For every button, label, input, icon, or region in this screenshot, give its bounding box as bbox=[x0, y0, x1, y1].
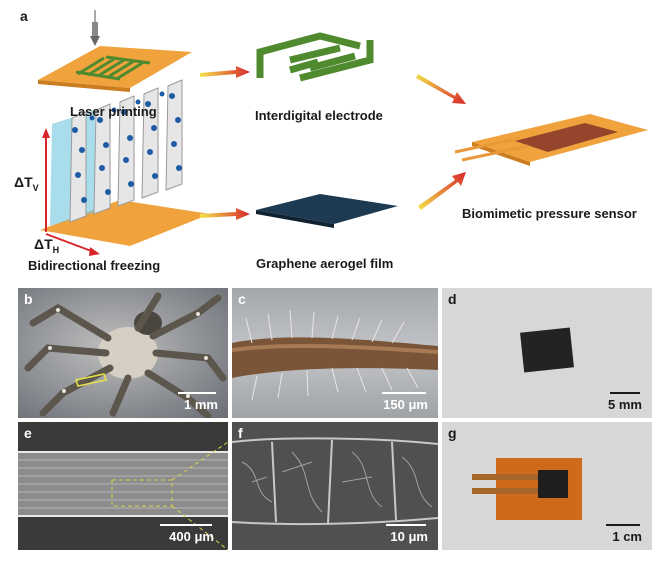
panel-d-scale-label: 5 mm bbox=[608, 397, 642, 412]
panel-g-scale-bar bbox=[606, 524, 640, 526]
aerogel-block bbox=[520, 327, 574, 373]
panel-e-scale-label: 400 μm bbox=[169, 529, 214, 544]
panel-f-photo: f 10 μm bbox=[232, 422, 438, 550]
panel-e-scale-bar bbox=[160, 524, 212, 526]
sem-magnified-image bbox=[232, 437, 438, 526]
sem-cross-section-image bbox=[18, 441, 228, 550]
panel-c-scale-label: 150 μm bbox=[383, 397, 428, 412]
label-biomimetic-pressure-sensor: Biomimetic pressure sensor bbox=[462, 206, 637, 221]
sensor-lead-top bbox=[472, 474, 540, 480]
panel-g-scale-label: 1 cm bbox=[612, 529, 642, 544]
panel-c-photo: c 150 μm bbox=[232, 288, 438, 418]
label-laser-printing: Laser printing bbox=[70, 104, 157, 119]
panel-c-scale-bar bbox=[382, 392, 426, 394]
panel-b-photo: b 1 mm bbox=[18, 288, 228, 418]
panel-e-letter: e bbox=[24, 425, 32, 441]
arrow-1 bbox=[200, 66, 250, 78]
panel-b-scale-bar bbox=[178, 392, 216, 394]
panel-f-letter: f bbox=[238, 425, 243, 441]
sensor-lead-bottom bbox=[472, 488, 540, 494]
interdigital-electrode-illustration bbox=[256, 32, 374, 82]
laser-printing-illustration bbox=[38, 10, 192, 92]
panel-a-letter: a bbox=[20, 8, 28, 24]
graphene-aerogel-film-illustration bbox=[256, 194, 398, 228]
panel-a-schematic bbox=[38, 10, 648, 256]
arrow-2 bbox=[416, 74, 466, 104]
sensor-aerogel bbox=[538, 470, 568, 498]
label-delta-tv: ΔTV bbox=[14, 174, 39, 193]
panel-f-scale-label: 10 μm bbox=[390, 529, 428, 544]
arrow-3 bbox=[200, 208, 250, 220]
panel-d-scale-bar bbox=[610, 392, 640, 394]
panel-c-letter: c bbox=[238, 291, 246, 307]
arrow-4 bbox=[418, 172, 466, 210]
label-delta-th: ΔTH bbox=[34, 236, 60, 255]
label-graphene-aerogel-film: Graphene aerogel film bbox=[256, 256, 394, 271]
spider-leg-image bbox=[232, 309, 438, 401]
label-interdigital-electrode: Interdigital electrode bbox=[255, 108, 383, 123]
panel-g-letter: g bbox=[448, 425, 457, 441]
panel-g-photo: g 1 cm bbox=[442, 422, 652, 550]
panel-d-photo: d 5 mm bbox=[442, 288, 652, 418]
pressure-sensor-illustration bbox=[454, 114, 648, 166]
panel-d-letter: d bbox=[448, 291, 457, 307]
spider-image bbox=[24, 292, 227, 418]
bidirectional-freezing-illustration bbox=[40, 79, 210, 256]
panel-f-scale-bar bbox=[386, 524, 426, 526]
panel-e-photo: e 400 μm bbox=[18, 422, 228, 550]
panel-b-scale-label: 1 mm bbox=[184, 397, 218, 412]
label-bidirectional-freezing: Bidirectional freezing bbox=[28, 258, 161, 273]
panel-b-letter: b bbox=[24, 291, 33, 307]
